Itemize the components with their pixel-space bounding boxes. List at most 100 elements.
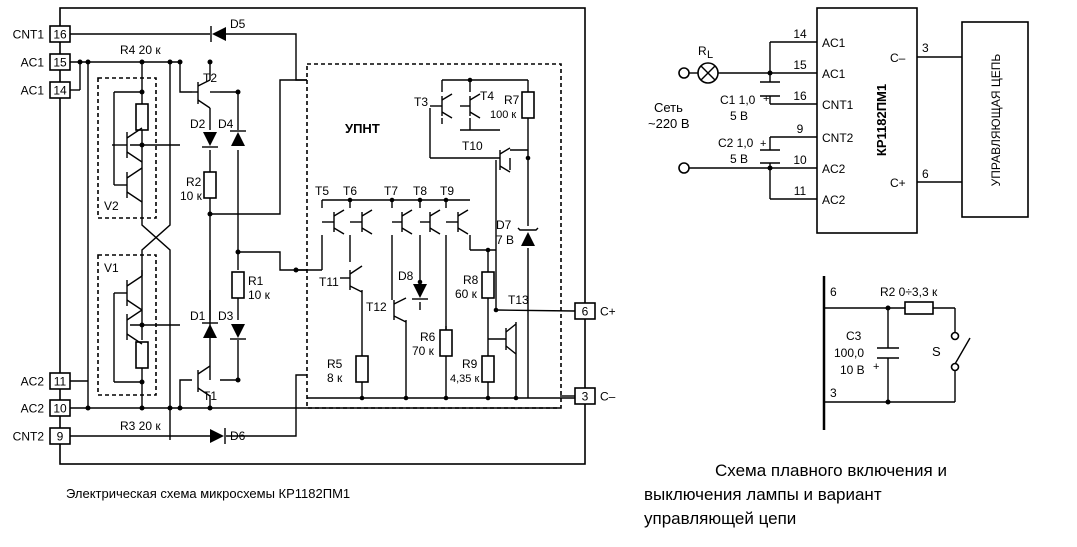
- label-v1: V1: [104, 261, 119, 275]
- control-variant-schematic: 6 3 R2 0÷3,3 к + C3 100,0 10 В S: [822, 276, 971, 430]
- v1-transistors: [113, 270, 149, 369]
- label-r4: R4 20 к: [120, 43, 161, 57]
- label-r5-value: 8 к: [327, 371, 343, 385]
- left-caption: Электрическая схема микросхемы КР1182ПМ1: [66, 486, 350, 501]
- right-wires: [684, 42, 771, 199]
- label-upnt: УПНТ: [345, 121, 380, 136]
- chip-kr1182pm1: [816, 7, 918, 234]
- label-d4: D4: [218, 117, 234, 131]
- mains-label-2: ~220 В: [648, 116, 690, 131]
- chip-pin-3-num: 3: [922, 41, 929, 55]
- svg-text:10: 10: [53, 402, 67, 416]
- pin-10: 10: [49, 399, 71, 417]
- svg-text:6: 6: [582, 305, 589, 319]
- pin-16: 16: [49, 25, 71, 43]
- variant-c3-label-1: C3: [846, 329, 862, 343]
- pin-6: 6: [574, 302, 596, 320]
- c2-label-2: 5 В: [730, 152, 748, 166]
- chip-pin-6-num: 6: [922, 167, 929, 181]
- chip-pin-16-name: CNT1: [822, 98, 854, 112]
- label-d7-value: 7 В: [496, 233, 514, 247]
- svg-text:16: 16: [53, 28, 67, 42]
- v2-outline: [97, 77, 157, 219]
- chip-pin-3-name: C–: [890, 51, 906, 65]
- label-d5: D5: [230, 17, 246, 31]
- label-d1: D1: [190, 309, 206, 323]
- chip-pin-11-num: 11: [794, 184, 807, 198]
- chip-pin-9-name: CNT2: [822, 131, 854, 145]
- label-t2: T2: [203, 71, 217, 85]
- resistor-r1: [231, 271, 245, 299]
- c1-label-1: C1 1,0: [720, 93, 756, 107]
- label-d3: D3: [218, 309, 234, 323]
- chip-name: КР1182ПМ1: [874, 84, 889, 156]
- resistor-r8: [481, 271, 495, 299]
- pin-15-name: AC1: [21, 56, 45, 70]
- diode-d5: [210, 26, 226, 42]
- lamp-label: R: [698, 44, 707, 58]
- label-r6-value: 70 к: [412, 344, 435, 358]
- label-t8: T8: [413, 184, 427, 198]
- label-t1: T1: [203, 389, 217, 403]
- diode-d2: [202, 132, 218, 148]
- junction-pin10: [767, 165, 773, 171]
- pin-10-name: AC2: [21, 402, 45, 416]
- variant-c3-label-3: 10 В: [840, 363, 865, 377]
- label-d2: D2: [190, 117, 206, 131]
- pin-11-name: AC2: [21, 375, 45, 389]
- resistor-r2-variant: [904, 301, 934, 315]
- resistor-r5: [355, 355, 369, 383]
- chip-pin-11-name: AC2: [822, 193, 846, 207]
- upnt-transistors: [322, 93, 517, 355]
- mains-terminal-top: [678, 67, 690, 79]
- capacitor-c3: +: [873, 347, 899, 373]
- label-d7-name: D7: [496, 218, 512, 232]
- resistor-r7: [521, 91, 535, 119]
- c1-label-2: 5 В: [730, 109, 748, 123]
- right-caption-line-2: выключения лампы и вариант: [644, 485, 882, 504]
- resistor-r6: [439, 329, 453, 357]
- chip-left-pins: [770, 41, 817, 200]
- label-r7-name: R7: [504, 93, 520, 107]
- pin-3: 3: [574, 387, 596, 405]
- label-r1-name: R1: [248, 274, 264, 288]
- label-v2: V2: [104, 199, 119, 213]
- right-schematic: КР1182ПМ1 14 15 16 9 10 11 AC1 AC1 CNT1 …: [648, 7, 1029, 234]
- label-t7: T7: [384, 184, 398, 198]
- lamp-icon: [697, 62, 719, 84]
- svg-text:+: +: [763, 93, 769, 105]
- capacitor-c2: +: [760, 138, 780, 164]
- chip-pin-16-num: 16: [793, 89, 807, 103]
- label-r9-name: R9: [462, 357, 478, 371]
- pin-9: 9: [49, 427, 71, 445]
- label-t9: T9: [440, 184, 454, 198]
- label-t11: T11: [319, 275, 339, 289]
- pin-14: 14: [49, 81, 71, 99]
- capacitor-c1: +: [760, 81, 780, 105]
- pin-6-name: C+: [600, 305, 616, 319]
- diode-d8: [412, 284, 428, 300]
- pin-16-name: CNT1: [13, 28, 45, 42]
- chip-pin-6-name: C+: [890, 176, 906, 190]
- svg-text:9: 9: [57, 430, 64, 444]
- label-r2-value: 10 к: [180, 189, 203, 203]
- variant-pin-3: 3: [830, 386, 837, 400]
- label-t6: T6: [343, 184, 357, 198]
- lamp-label-sub: L: [707, 49, 713, 61]
- pin-3-name: C–: [600, 390, 616, 404]
- right-caption-line-3: управляющей цепи: [644, 509, 796, 528]
- label-t10: T10: [462, 139, 483, 153]
- svg-text:11: 11: [54, 375, 67, 389]
- svg-text:15: 15: [53, 56, 67, 70]
- junction-c3-top: [885, 305, 891, 311]
- diode-d4: [230, 130, 246, 146]
- pin-14-name: AC1: [21, 84, 45, 98]
- resistor-r2: [203, 171, 217, 199]
- variant-pin-6: 6: [830, 285, 837, 299]
- pin-11: 11: [49, 372, 71, 390]
- chip-pin-10-name: AC2: [822, 162, 846, 176]
- variant-r2-label: R2 0÷3,3 к: [880, 285, 938, 299]
- mains-label-1: Сеть: [654, 100, 683, 115]
- chip-pin-15-num: 15: [793, 58, 807, 72]
